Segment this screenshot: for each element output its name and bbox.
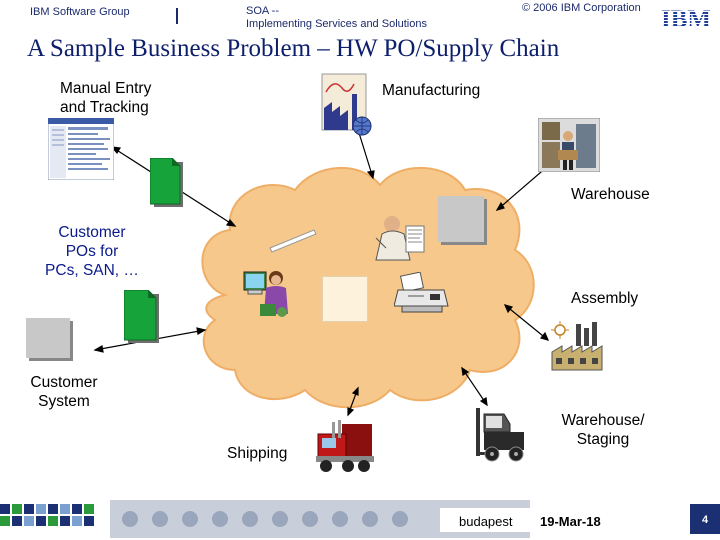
- ibm-logo: IBM: [658, 6, 714, 30]
- arrowhead: [347, 407, 355, 417]
- label-assembly: Assembly: [571, 290, 639, 307]
- office-worker-icon: [375, 216, 425, 261]
- po-document-lower: [124, 290, 160, 344]
- arrowhead: [461, 366, 470, 376]
- header-group-label: IBM Software Group: [30, 6, 130, 18]
- document-icon: [150, 158, 183, 207]
- label-manufacturing: Manufacturing: [382, 82, 481, 99]
- forklift-icon: [476, 408, 524, 462]
- label-customer-pos-line1: Customer: [58, 224, 126, 241]
- label-warehouse-staging-line2: Staging: [576, 431, 630, 448]
- label-manual-entry: Manual Entry and Tracking: [60, 79, 151, 117]
- label-customer-system-line2: System: [38, 393, 90, 410]
- arrowhead: [539, 331, 550, 341]
- header-copyright: © 2006 IBM Corporation: [522, 2, 641, 14]
- arrowhead: [196, 327, 207, 335]
- page-title: A Sample Business Problem – HW PO/Supply…: [27, 35, 560, 62]
- arrowhead: [479, 397, 488, 407]
- document-icon: [124, 290, 159, 343]
- header-divider: [176, 8, 178, 24]
- letter-icon: [269, 229, 317, 253]
- ibm-logo-text: IBM: [661, 6, 711, 30]
- placeholder-box-center: [322, 276, 368, 322]
- label-warehouse-staging: Warehouse/ Staging: [548, 411, 658, 449]
- header-subtitle-line2: Implementing Services and Solutions: [246, 18, 427, 30]
- arrowhead: [503, 304, 514, 314]
- label-shipping: Shipping: [227, 445, 288, 462]
- label-warehouse-staging-line1: Warehouse/: [561, 412, 645, 429]
- truck-icon: [316, 420, 374, 472]
- footer: budapest 19-Mar-18 4: [0, 498, 720, 540]
- label-customer-system: Customer System: [18, 373, 110, 411]
- label-manual-entry-line1: Manual Entry: [60, 80, 152, 97]
- header-subtitle-line1: SOA --: [246, 5, 280, 17]
- arrowhead: [366, 170, 375, 180]
- ibm-logo-icon: IBM: [661, 6, 711, 30]
- label-customer-pos-line3: PCs, SAN, …: [45, 262, 139, 279]
- fax-machine-icon: [394, 272, 449, 313]
- arrowhead: [110, 146, 121, 155]
- connector-assembly: [504, 304, 549, 341]
- arrowhead: [351, 386, 359, 396]
- arrowhead: [495, 201, 505, 211]
- computer-user-icon: [243, 271, 288, 317]
- browser-screenshot-icon: [48, 118, 114, 180]
- footer-date: 19-Mar-18: [540, 514, 601, 529]
- label-manual-entry-line2: and Tracking: [60, 99, 149, 116]
- arrowhead: [226, 218, 237, 227]
- factory-icon: [321, 73, 372, 136]
- label-warehouse: Warehouse: [571, 186, 650, 203]
- warehouse-worker-icon: [538, 118, 600, 172]
- label-customer-pos-line2: POs for: [65, 243, 119, 260]
- footer-decoration: [0, 500, 720, 538]
- po-document-upper: [150, 158, 184, 208]
- arrowhead: [93, 345, 104, 353]
- connector-warehouse-staging: [461, 367, 488, 406]
- placeholder-box-warehouse: [438, 196, 484, 242]
- label-customer-pos: Customer POs for PCs, SAN, …: [32, 223, 152, 280]
- header-subtitle: SOA -- Implementing Services and Solutio…: [246, 5, 427, 31]
- footer-page-number: 4: [702, 514, 709, 526]
- customer-system-box: [26, 318, 70, 358]
- assembly-factory-icon: [551, 321, 603, 371]
- label-customer-system-line1: Customer: [30, 374, 98, 391]
- footer-location: budapest: [459, 514, 513, 529]
